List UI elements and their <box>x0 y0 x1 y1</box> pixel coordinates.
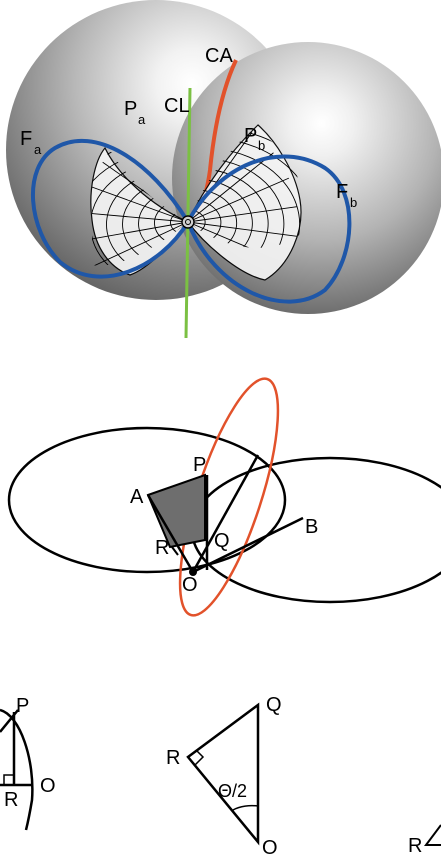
line-top-o <box>191 454 260 573</box>
axis-cl <box>184 87 192 339</box>
label-p: P <box>193 454 206 476</box>
circle-fb <box>185 154 352 304</box>
label-right-r: R <box>408 835 422 857</box>
sector-diagram: P R O <box>0 695 56 831</box>
grid-arc-line <box>195 137 305 248</box>
grid-radial-line <box>188 221 290 248</box>
grid-radial-line <box>92 221 188 242</box>
right-triangle-diagram: Q R O Θ/2 <box>166 694 282 857</box>
label-mid-o: O <box>262 837 278 857</box>
label-a: A <box>130 486 144 508</box>
grid-radial-line <box>92 183 188 223</box>
angle-arc <box>232 804 259 811</box>
right-angle-marker-left <box>3 774 15 786</box>
label-b: B <box>305 516 318 538</box>
partial-triangle-diagram: R <box>408 824 441 857</box>
label-mid-r: R <box>166 747 180 769</box>
label-left-o: O <box>40 775 56 797</box>
label-pb: P <box>244 125 257 147</box>
label-mid-q: Q <box>266 694 282 716</box>
label-fa: F <box>20 128 32 150</box>
label-fb: F <box>336 181 348 203</box>
label-fb-sub: b <box>350 195 357 210</box>
label-cl: CL <box>164 95 190 117</box>
grid-arc-line <box>92 160 183 266</box>
label-pa-sub: a <box>138 112 146 127</box>
sphere-diagram: CA CL P a P b F a F b <box>6 0 441 339</box>
partial-triangle <box>424 824 441 846</box>
grid-arc-line <box>92 150 182 266</box>
line-a-o <box>146 494 195 573</box>
grid-radial-line <box>188 152 274 223</box>
grid-radial-line <box>188 221 298 237</box>
point-o <box>189 568 197 576</box>
grid-radial-line <box>188 177 290 223</box>
ellipse-diagram: A P B R Q O <box>7 377 441 617</box>
label-o: O <box>182 574 198 596</box>
label-q: Q <box>214 530 230 552</box>
grid-arc-line <box>192 168 269 248</box>
label-left-p: P <box>16 695 29 717</box>
grid-radial-line <box>92 211 188 223</box>
label-pb-sub: b <box>258 138 265 153</box>
grid-arc-line <box>191 179 253 248</box>
grid-arc-line <box>190 189 238 248</box>
triangle-apr <box>146 473 206 549</box>
label-fa-sub: a <box>34 142 42 157</box>
label-ca: CA <box>205 45 233 67</box>
circle-fa <box>30 138 191 279</box>
line-o-b <box>192 516 304 574</box>
label-pa: P <box>124 98 137 120</box>
right-angle-marker-mid <box>194 749 205 766</box>
label-angle: Θ/2 <box>218 781 247 801</box>
triangle-qro <box>186 702 260 846</box>
label-left-r: R <box>4 789 18 811</box>
sphere-b <box>172 42 441 314</box>
center-point <box>181 215 195 229</box>
grid-radial-line <box>188 206 297 223</box>
label-r: R <box>155 537 169 559</box>
ellipse-left <box>7 426 287 574</box>
grid-radial-line <box>92 221 188 266</box>
right-angle-r <box>171 546 179 556</box>
grid-arc-line <box>193 158 285 248</box>
